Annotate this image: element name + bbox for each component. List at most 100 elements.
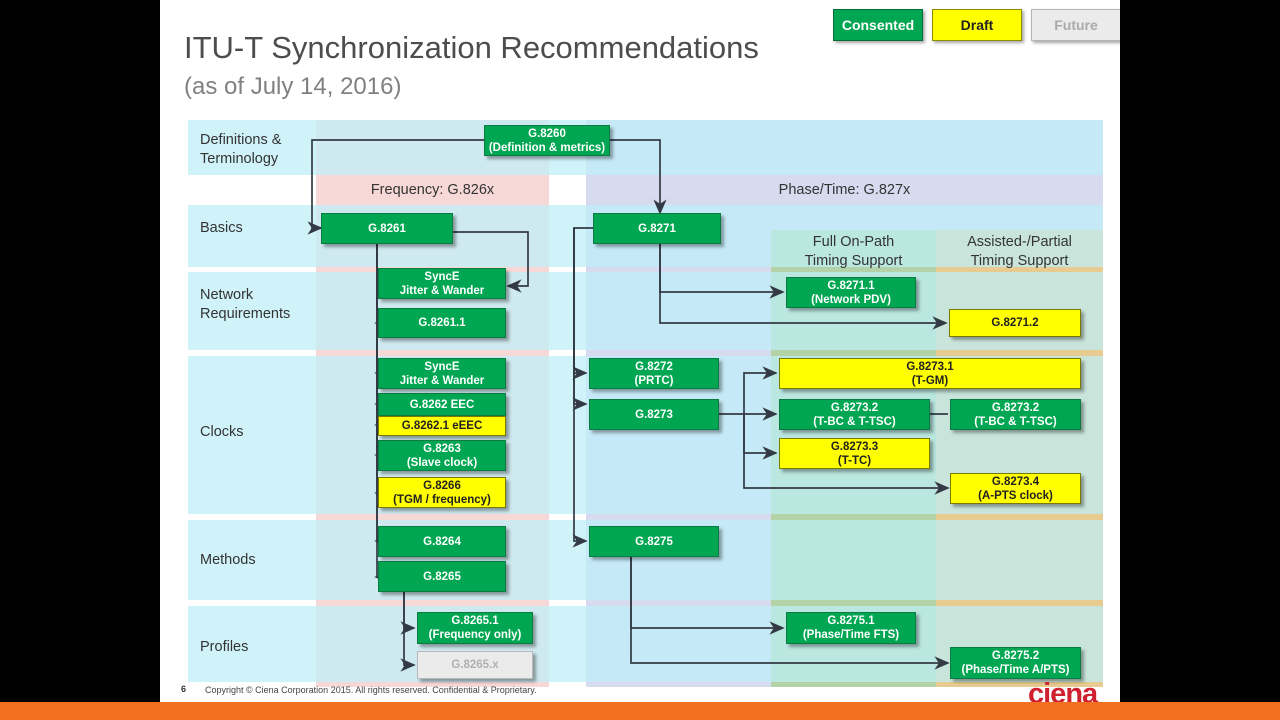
row-label-network-requirements-line2: Requirements [200,306,291,322]
box-g8265x-label: G.8265.x [451,659,499,671]
box-g8275-label: G.8275 [635,535,673,548]
status-legend: Consented Draft Future [833,9,1120,41]
row-label-network-requirements: Network Requirements [200,286,310,324]
box-g8263-line2: (Slave clock) [406,456,478,469]
page-subtitle: (as of July 14, 2016) [184,73,402,100]
row-label-profiles: Profiles [200,638,310,657]
box-g8260-line1: G.8260 [528,127,566,140]
box-g8275[interactable]: G.8275 [589,526,719,557]
box-g82734-apts-line1: G.8273.4 [991,475,1040,488]
box-synce-jitter-wander-network[interactable]: SyncE Jitter & Wander [378,268,506,299]
page-title: ITU-T Synchronization Recommendations [184,30,759,65]
row-label-clocks: Clocks [200,423,310,442]
box-synce-jitter-wander-clocks[interactable]: SyncE Jitter & Wander [378,358,506,389]
box-g82734-apts[interactable]: G.8273.4 (A-PTS clock) [950,473,1081,504]
row-label-clocks-line1: Clocks [200,424,244,440]
box-synce-jitter-wander-clocks-line2: Jitter & Wander [399,374,485,387]
copyright-notice: Copyright © Ciena Corporation 2015. All … [205,685,537,695]
box-g8273-label: G.8273 [635,408,673,421]
box-g8260-line2: (Definition & metrics) [488,141,606,154]
box-g8266-line2: (TGM / frequency) [393,493,491,506]
row-label-network-requirements-line1: Network [200,287,254,303]
slide-canvas: Consented Draft Future ITU-T Synchroniza… [160,0,1120,720]
letterbox-right [1120,0,1280,720]
box-g82711[interactable]: G.8271.1 (Network PDV) [786,277,916,308]
box-g82733-ttc-line1: G.8273.3 [830,440,879,453]
recommendations-diagram: Definitions & Terminology Basics Network… [188,120,1103,687]
box-g82731-tgm-line1: G.8273.1 [906,360,954,373]
legend-chip-consented[interactable]: Consented [833,9,923,41]
box-g8272-prtc-line2: (PRTC) [634,374,674,387]
box-g82621-eeec-label: G.8262.1 eEEC [401,420,483,432]
box-g82734-apts-line2: (A-PTS clock) [978,489,1053,502]
box-g82733-ttc-line2: (T-TC) [837,454,872,467]
box-g82621-eeec[interactable]: G.8262.1 eEEC [378,416,506,436]
box-g82731-tgm-line2: (T-GM) [911,374,949,387]
box-g82751-fts[interactable]: G.8275.1 (Phase/Time FTS) [786,612,916,644]
bottom-brand-strip [0,702,1280,720]
box-g82752-apts-line2: (Phase/Time A/PTS) [961,664,1070,676]
box-g8265[interactable]: G.8265 [378,561,506,592]
box-synce-jitter-wander-network-line1: SyncE [424,270,460,283]
box-g8261[interactable]: G.8261 [321,213,453,244]
box-g8264[interactable]: G.8264 [378,526,506,557]
column-header-full-on-path: Full On-Path Timing Support [771,233,936,271]
row-label-definitions-line1: Definitions & [200,132,282,148]
column-header-assisted-partial-line1: Assisted-/Partial [967,234,1072,250]
box-synce-jitter-wander-clocks-line1: SyncE [424,360,460,373]
box-g8271[interactable]: G.8271 [593,213,721,244]
row-label-basics-line1: Basics [200,220,243,236]
box-g8272-prtc[interactable]: G.8272 (PRTC) [589,358,719,389]
box-g82752-apts-line1: G.8275.2 [991,650,1040,662]
column-header-phase-time: Phase/Time: G.827x [778,182,911,198]
box-g8261-label: G.8261 [368,222,406,235]
column-header-assisted-partial: Assisted-/Partial Timing Support [936,233,1103,271]
box-g82732-assisted-line2: (T-BC & T-TSC) [974,415,1057,428]
box-g82751-fts-line1: G.8275.1 [827,615,875,627]
connector-wires [307,139,950,672]
legend-chip-draft[interactable]: Draft [932,9,1022,41]
box-g82752-apts[interactable]: G.8275.2 (Phase/Time A/PTS) [950,647,1081,679]
box-g8263-line1: G.8263 [423,442,461,455]
box-g82651-frequency-only[interactable]: G.8265.1 (Frequency only) [417,612,533,644]
box-g8262-eec-label: G.8262 EEC [409,398,475,411]
box-g82712[interactable]: G.8271.2 [949,309,1081,337]
column-header-assisted-partial-line2: Timing Support [970,253,1069,269]
box-g8264-label: G.8264 [423,535,461,548]
box-g82611-label: G.8261.1 [418,317,466,329]
page-number: 6 [181,684,187,694]
column-header-full-on-path-line1: Full On-Path [812,234,895,250]
row-label-basics: Basics [200,219,310,238]
box-g82611[interactable]: G.8261.1 [378,308,506,338]
row-label-definitions-line2: Terminology [200,151,279,167]
box-g8266[interactable]: G.8266 (TGM / frequency) [378,477,506,508]
box-g82732-assisted-line1: G.8273.2 [991,401,1040,414]
box-g82732-assisted[interactable]: G.8273.2 (T-BC & T-TSC) [950,399,1081,430]
box-g82711-line2: (Network PDV) [811,293,891,306]
row-band-definitions [188,120,1103,175]
box-g8263[interactable]: G.8263 (Slave clock) [378,440,506,471]
box-g82732-on-path[interactable]: G.8273.2 (T-BC & T-TSC) [779,399,930,430]
box-g8273[interactable]: G.8273 [589,399,719,430]
row-label-methods: Methods [200,551,310,570]
box-g82651-frequency-only-line1: G.8265.1 [451,615,499,627]
box-g82751-fts-line2: (Phase/Time FTS) [802,629,900,641]
legend-chip-future[interactable]: Future [1031,9,1120,41]
box-g82733-ttc[interactable]: G.8273.3 (T-TC) [779,438,930,469]
column-header-full-on-path-line2: Timing Support [804,253,903,269]
column-header-frequency: Frequency: G.826x [370,182,495,198]
box-g82651-frequency-only-line2: (Frequency only) [428,629,522,641]
box-g8262-eec[interactable]: G.8262 EEC [378,393,506,416]
box-g82732-on-path-line2: (T-BC & T-TSC) [813,415,896,428]
box-g82711-line1: G.8271.1 [827,279,875,292]
box-g8265-label: G.8265 [423,570,461,583]
box-g8260[interactable]: G.8260 (Definition & metrics) [484,125,610,156]
letterbox-left [0,0,160,720]
box-g82731-tgm[interactable]: G.8273.1 (T-GM) [779,358,1081,389]
box-synce-jitter-wander-network-line2: Jitter & Wander [399,284,485,297]
box-g82712-label: G.8271.2 [991,317,1039,329]
box-g8272-prtc-line1: G.8272 [635,360,673,373]
box-g8265x[interactable]: G.8265.x [417,651,533,679]
row-label-definitions: Definitions & Terminology [200,131,310,169]
box-g8271-label: G.8271 [638,222,676,235]
